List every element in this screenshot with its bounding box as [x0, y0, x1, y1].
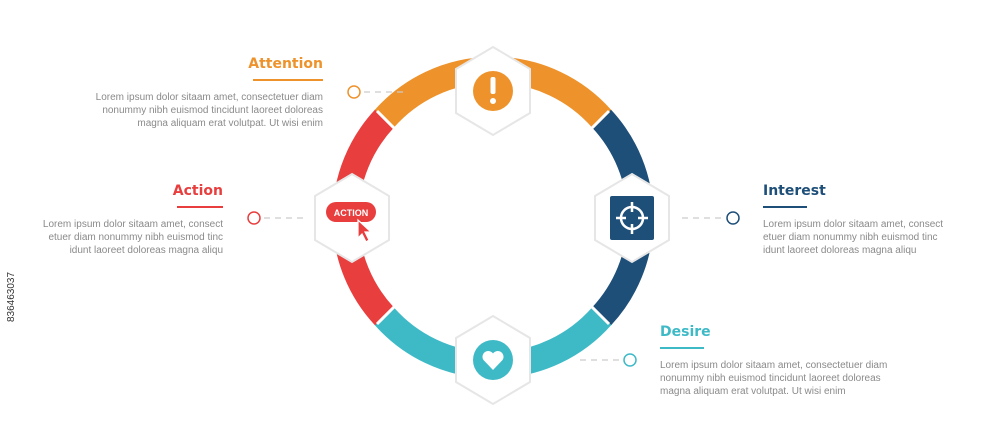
- hexagon-desire: [455, 314, 531, 406]
- ring-separator: [590, 109, 611, 130]
- text-line: Lorem ipsum dolor sitaam amet, consect: [763, 219, 944, 230]
- action-button-cursor-icon: ACTION: [326, 202, 376, 243]
- exclamation-icon: [490, 77, 496, 104]
- hexagon-interest: [594, 172, 670, 264]
- text-line: nonummy nibh euismod tincidunt laoreet d…: [660, 373, 881, 384]
- text-line: idunt laoreet doloreas magna aliqu: [763, 245, 917, 256]
- action-underline: [177, 206, 223, 208]
- text-line: Lorem ipsum dolor sitaam amet, consect: [42, 219, 223, 230]
- ring-separator: [375, 305, 396, 326]
- ring-separator: [590, 305, 611, 326]
- attention-title: Attention: [248, 56, 323, 72]
- desire-title: Desire: [660, 324, 711, 340]
- interest-title: Interest: [763, 183, 826, 199]
- desire-underline: [660, 347, 704, 349]
- crosshair-target-icon: [616, 202, 648, 234]
- connector-desire: [580, 353, 637, 367]
- desire-description: Lorem ipsum dolor sitaam amet, consectet…: [660, 359, 940, 398]
- text-line: magna aliquam erat volutpat. Ut wisi eni…: [660, 386, 846, 397]
- action-block: Action Lorem ipsum dolor sitaam amet, co…: [20, 182, 223, 257]
- text-line: magna aliquam erat volutpat. Ut wisi eni…: [137, 118, 323, 129]
- action-description: Lorem ipsum dolor sitaam amet, consect e…: [20, 218, 223, 257]
- text-line: Lorem ipsum dolor sitaam amet, consectet…: [660, 360, 888, 371]
- text-line: idunt laoreet doloreas magna aliqu: [69, 245, 223, 256]
- hexagon-action: ACTION: [314, 172, 390, 264]
- heart-icon: [482, 350, 504, 370]
- interest-block: Interest Lorem ipsum dolor sitaam amet, …: [763, 182, 983, 257]
- action-title: Action: [172, 183, 223, 199]
- interest-underline: [763, 206, 807, 208]
- connector-action: [247, 211, 304, 225]
- connector-attention: [347, 85, 404, 99]
- attention-description: Lorem ipsum dolor sitaam amet, consectet…: [80, 91, 323, 130]
- ring-separator: [375, 109, 396, 130]
- text-line: Lorem ipsum dolor sitaam amet, consectet…: [95, 92, 323, 103]
- attention-block: Attention Lorem ipsum dolor sitaam amet,…: [80, 55, 323, 130]
- desire-block: Desire Lorem ipsum dolor sitaam amet, co…: [660, 323, 940, 398]
- connector-interest: [682, 211, 740, 225]
- stock-id-watermark: 836463037: [6, 271, 17, 322]
- interest-description: Lorem ipsum dolor sitaam amet, consect e…: [763, 218, 983, 257]
- text-line: etuer diam nonummy nibh euismod tinc: [48, 232, 223, 243]
- action-button-label: ACTION: [334, 208, 369, 218]
- attention-underline: [253, 79, 323, 81]
- text-line: nonummy nibh euismod tincidunt laoreet d…: [102, 105, 323, 116]
- text-line: etuer diam nonummy nibh euismod tinc: [763, 232, 938, 243]
- hexagon-attention: [455, 45, 531, 137]
